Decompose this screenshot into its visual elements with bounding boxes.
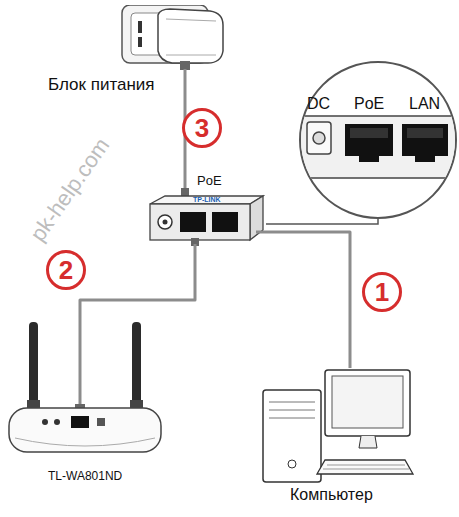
port-label: PoE: [354, 95, 384, 113]
zoom-leader: [266, 218, 378, 224]
callout-number: 1: [362, 272, 402, 312]
dc-jack: [307, 122, 331, 154]
poe-port: [345, 124, 393, 162]
zoom-circle: [300, 62, 456, 218]
brand-label: TP-LINK: [193, 196, 221, 204]
computer: Компьютер: [255, 368, 415, 508]
poe-injector: PoE: [145, 172, 265, 260]
callout-number: 3: [182, 108, 222, 148]
port-label: LAN: [409, 95, 440, 113]
power-adapter: Блок питания: [40, 5, 240, 97]
device-label: PoE: [197, 174, 222, 189]
access-point: TL-WA801ND: [5, 318, 165, 508]
callout-number: 2: [46, 250, 86, 290]
device-label: Блок питания: [48, 75, 155, 95]
device-label: Компьютер: [290, 486, 373, 504]
watermark: pk-help.com: [25, 133, 114, 246]
network-cable: [265, 232, 350, 368]
lan-port: [402, 124, 448, 162]
device-label: TL-WA801ND: [48, 470, 122, 484]
port-label: DC: [307, 95, 330, 113]
network-cable: [80, 260, 195, 318]
